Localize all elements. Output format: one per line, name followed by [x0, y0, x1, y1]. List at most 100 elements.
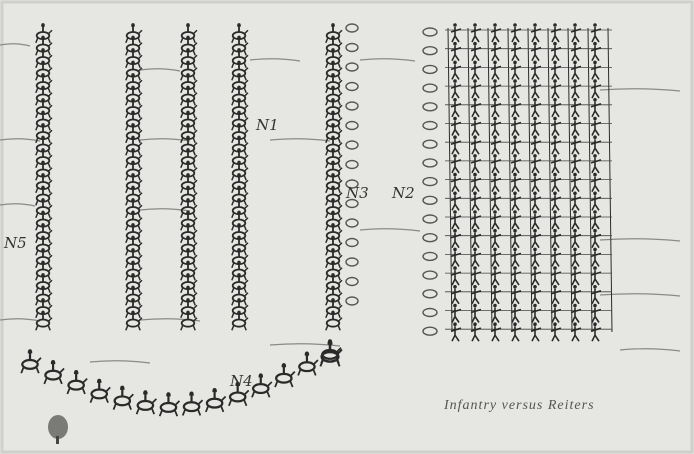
infantryman	[450, 60, 462, 80]
infantryman	[450, 247, 462, 267]
caption: Infantry versus Reiters	[444, 398, 595, 413]
horseman	[325, 185, 343, 206]
infantryman	[510, 191, 522, 211]
lance-oval	[345, 62, 359, 72]
horseman	[251, 373, 273, 398]
label-n5: N5	[4, 234, 27, 252]
horseman	[180, 148, 198, 169]
lance-oval	[422, 232, 438, 243]
infantryman	[550, 41, 562, 62]
infantryman	[570, 116, 582, 136]
lance-oval	[345, 23, 359, 33]
infantryman	[490, 98, 502, 118]
infantryman	[530, 191, 542, 211]
lance-oval	[422, 289, 438, 299]
infantryman	[490, 266, 502, 286]
infantryman	[510, 41, 522, 62]
infantryman	[570, 79, 582, 99]
horseman	[180, 223, 198, 244]
infantryman	[470, 210, 482, 230]
infantryman	[490, 322, 502, 342]
infantryman	[490, 154, 502, 174]
infantryman	[530, 266, 542, 286]
lance-oval	[345, 257, 359, 267]
infantryman	[550, 266, 562, 286]
infantryman	[470, 322, 482, 342]
infantryman	[550, 172, 562, 193]
infantryman	[530, 154, 542, 174]
lance-oval	[422, 176, 438, 187]
infantryman	[450, 98, 462, 118]
cavalry-column	[325, 23, 343, 331]
infantryman	[490, 191, 502, 211]
infantryman	[510, 23, 522, 43]
infantryman	[490, 60, 502, 80]
infantryman	[490, 285, 502, 305]
horseman	[66, 369, 88, 395]
horseman	[125, 223, 143, 244]
infantryman	[590, 210, 602, 230]
infantryman	[510, 322, 522, 342]
infantryman	[530, 210, 542, 230]
cavalry-column	[231, 23, 249, 331]
infantryman	[510, 79, 522, 99]
ground-stroke	[0, 203, 36, 207]
cavalry-column	[125, 23, 143, 331]
lance-oval	[422, 307, 438, 318]
infantryman	[570, 98, 582, 118]
cavalry-columns	[35, 23, 359, 331]
infantryman	[450, 191, 462, 211]
infantryman	[470, 79, 482, 99]
infantryman	[570, 210, 582, 230]
horseman	[125, 160, 143, 181]
infantryman	[570, 41, 582, 62]
lance-oval	[422, 102, 438, 112]
lance-oval	[345, 237, 359, 248]
horseman	[125, 23, 143, 44]
infantryman	[530, 79, 542, 99]
infantryman	[570, 285, 582, 305]
horseman	[231, 148, 249, 169]
horseman	[20, 349, 42, 374]
infantryman	[510, 98, 522, 118]
infantryman	[450, 79, 462, 99]
ground-stroke	[599, 88, 681, 92]
infantryman	[590, 41, 602, 62]
lance-oval	[345, 276, 359, 287]
lance-oval	[345, 179, 359, 189]
infantryman	[510, 116, 522, 136]
infantryman	[450, 116, 462, 136]
horseman	[180, 35, 198, 56]
label-n4: N4	[230, 372, 253, 390]
tree	[48, 415, 68, 444]
infantryman	[550, 322, 562, 342]
ground-stroke	[0, 318, 41, 322]
infantryman	[470, 191, 482, 211]
ground-stroke	[269, 138, 331, 142]
label-n2: N2	[392, 184, 415, 202]
horseman	[231, 310, 249, 331]
ground-stroke	[249, 58, 301, 62]
infantryman	[510, 172, 522, 193]
horseman	[158, 392, 181, 417]
lance-oval	[422, 139, 438, 149]
infantryman	[550, 303, 562, 323]
infantryman	[450, 135, 462, 155]
infantryman	[550, 135, 562, 155]
ground-stroke	[359, 58, 416, 62]
ground-stroke	[269, 343, 341, 347]
horseman	[43, 359, 65, 385]
lance-oval	[345, 120, 359, 131]
horseman	[231, 185, 249, 206]
infantryman	[470, 41, 482, 62]
infantryman	[470, 135, 482, 155]
ground-stroke	[89, 360, 151, 364]
horseman	[325, 248, 343, 269]
infantryman	[590, 266, 602, 286]
infantryman	[490, 116, 502, 136]
horseman	[231, 235, 249, 256]
infantryman	[450, 322, 462, 342]
horseman	[125, 85, 143, 106]
